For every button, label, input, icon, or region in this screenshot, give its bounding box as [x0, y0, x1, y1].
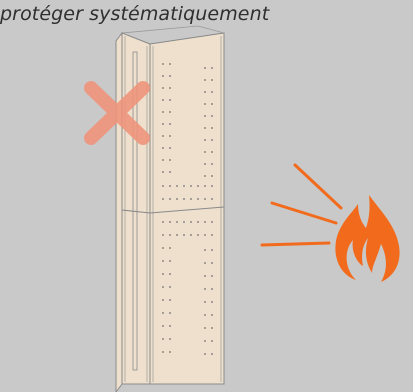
caption-text: protéger systématiquement	[0, 3, 270, 25]
flame-icon	[335, 195, 400, 282]
heat-rays-icon	[260, 163, 343, 247]
screw-pattern	[162, 63, 213, 355]
cross-icon	[84, 81, 150, 145]
column-casing	[115, 25, 225, 392]
